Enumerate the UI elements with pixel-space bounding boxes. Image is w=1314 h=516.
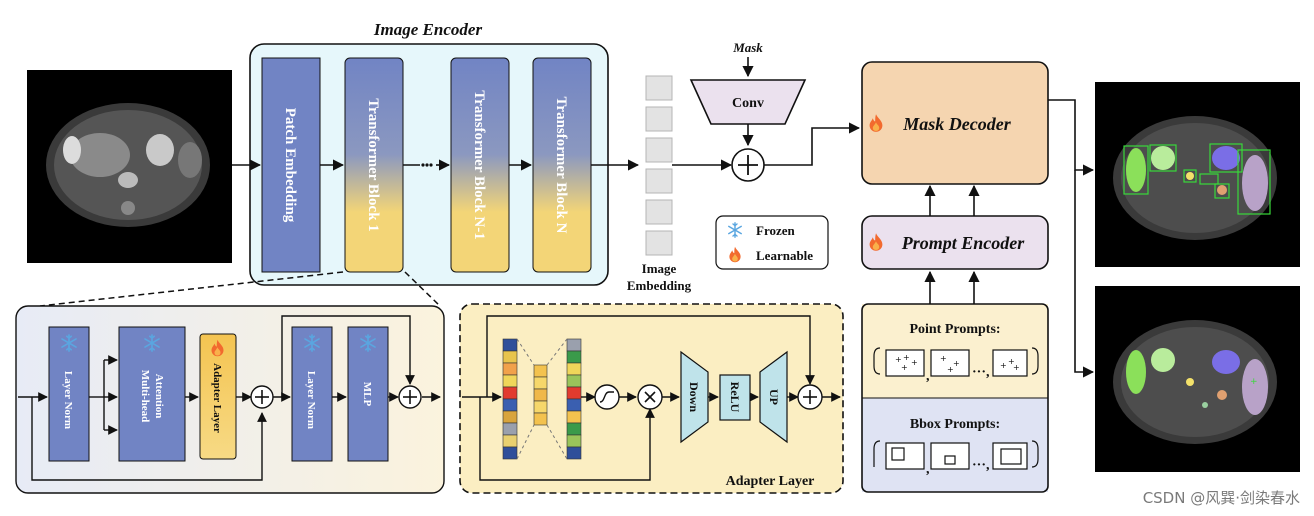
adapter-layer-label: Adapter Layer [211,363,223,433]
patch-embedding-label: Patch Embedding [282,108,298,223]
point-prompts-label: Point Prompts: [909,322,1000,337]
mlp-label: MLP [361,382,373,407]
down-label: Down [687,382,701,412]
prompt-encoder-label: Prompt Encoder [901,233,1025,253]
svg-text:+: + [1008,357,1015,366]
watermark: CSDN @风巽·剑染春水 [1143,489,1300,507]
image-embedding-label-line1: Image [642,261,677,276]
add-node-adapter [797,384,823,410]
add-node-block-2 [398,385,422,409]
encoder-title: Image Encoder [373,20,483,39]
relu-block [719,374,751,421]
output-token-column [566,338,582,460]
input-mri-image [27,70,232,263]
transformer-block-1-label: Transformer Block 1 [365,98,381,232]
point-markers: ++++ +++ +++ [895,353,1020,374]
transformer-block-n-1-label: Transformer Block N-1 [471,90,487,239]
transformer-block-n-label: Transformer Block N [553,97,569,234]
svg-text:+: + [903,353,910,362]
mha-label-line1: Multi-head [139,370,151,423]
svg-text:···,: ···, [972,458,990,473]
mask-label: Mask [732,40,763,55]
multiply-node [637,384,663,410]
output-mri-image-boxes [1095,82,1300,267]
add-node-top [731,148,765,182]
svg-text:+: + [953,359,960,368]
bbox-prompts-label: Bbox Prompts: [910,417,1000,432]
block-detail-arrows [18,315,441,481]
up-projection [759,350,788,444]
svg-text:+: + [1013,363,1020,372]
mha-label-line2: Attention [153,374,165,419]
add-node-block-1 [250,385,274,409]
mask-decoder-box [861,61,1049,185]
svg-text:+: + [901,363,908,372]
conv-trapezoid [689,79,807,125]
ellipsis-dots [421,163,433,167]
svg-text:···,: ···, [972,365,990,380]
bbox-prompt-thumbnails [873,440,1039,470]
svg-text:,: , [926,462,930,477]
output-mri-image-points: + [1095,286,1300,472]
sigmoid-node [594,384,620,410]
svg-text:+: + [940,354,947,363]
adapter-detail-title: Adapter Layer [726,474,815,489]
svg-text:,: , [926,369,930,384]
relu-label: ReLU [728,382,742,413]
layer-norm-1-label: Layer Norm [62,371,74,429]
layer-norm-2-label: Layer Norm [305,371,317,429]
down-projection [680,350,709,444]
svg-text:+: + [911,358,918,367]
input-token-column [502,338,518,460]
projection-dashes [516,338,568,460]
svg-text:+: + [1000,361,1007,370]
image-embedding-label-line2: Embedding [627,278,692,293]
legend-box [715,215,829,270]
svg-text:+: + [1250,377,1258,387]
point-prompt-thumbnails [873,347,1039,377]
conv-label: Conv [732,96,764,111]
prompt-encoder-box [861,215,1049,270]
up-label: UP [767,389,781,405]
legend-frozen: Frozen [756,223,796,238]
svg-text:+: + [947,365,954,374]
zoom-lines [39,271,441,307]
svg-text:+: + [895,355,902,364]
adapter-arrows [462,315,841,481]
legend-learnable: Learnable [756,248,813,263]
bottleneck-column [533,364,548,426]
image-embedding-stack [645,75,673,256]
mask-decoder-label: Mask Decoder [902,114,1011,134]
